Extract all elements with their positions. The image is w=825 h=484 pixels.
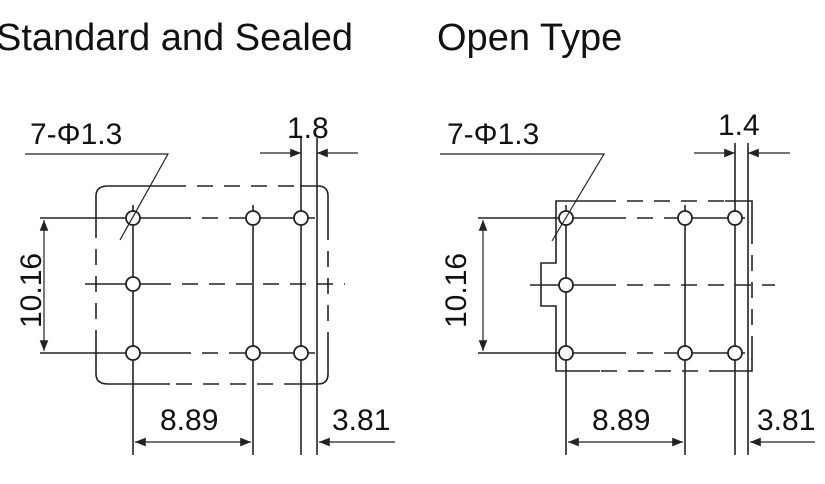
- pin-hole: [125, 345, 141, 361]
- dim-bottom-right-label: 3.81: [332, 404, 390, 437]
- dim-bottom-left-label: 8.89: [592, 404, 650, 437]
- right-dim-vertical: 10.16: [440, 220, 488, 351]
- dim-vertical-label: 10.16: [15, 253, 48, 328]
- pin-hole: [293, 210, 309, 226]
- pin-hole: [677, 210, 693, 226]
- dim-bottom-left-label: 8.89: [160, 404, 218, 437]
- pin-hole: [727, 345, 743, 361]
- standard-sealed-title: Standard and Sealed: [0, 17, 353, 59]
- left-extension-lines: [132, 138, 318, 455]
- pin-hole: [558, 345, 574, 361]
- open-type-view: Open Type: [437, 17, 815, 455]
- right-pins: [558, 210, 743, 361]
- hole-label: 7-Φ1.3: [447, 118, 539, 151]
- pin-hole: [125, 210, 141, 226]
- pin-hole: [558, 277, 574, 293]
- open-type-title: Open Type: [437, 17, 622, 59]
- right-extension-lines: [565, 143, 749, 455]
- left-dim-top: 1.8: [260, 112, 358, 158]
- dim-top-label: 1.8: [287, 112, 329, 145]
- pin-hole: [245, 210, 261, 226]
- right-dim-top: 1.4: [694, 109, 790, 158]
- right-hole-callout: 7-Φ1.3: [440, 118, 606, 242]
- right-dim-bottom: 8.89 3.81: [568, 404, 815, 447]
- left-outline: [95, 185, 329, 385]
- pin-hole: [125, 276, 141, 292]
- standard-sealed-view: Standard and Sealed: [0, 17, 395, 455]
- hole-label: 7-Φ1.3: [30, 118, 122, 151]
- right-pin-row-lines: [478, 217, 775, 354]
- dim-vertical-label: 10.16: [440, 253, 473, 328]
- dim-top-label: 1.4: [718, 109, 760, 142]
- left-hole-callout: 7-Φ1.3: [25, 118, 170, 241]
- left-pin-row-lines: [40, 217, 345, 354]
- left-dim-vertical: 10.16: [15, 220, 49, 351]
- left-pins: [125, 210, 309, 361]
- left-dim-bottom: 8.89 3.81: [135, 404, 395, 447]
- pin-hole: [677, 345, 693, 361]
- pin-hole: [245, 345, 261, 361]
- dim-bottom-right-label: 3.81: [757, 404, 815, 437]
- pin-hole: [727, 210, 743, 226]
- pin-hole: [293, 345, 309, 361]
